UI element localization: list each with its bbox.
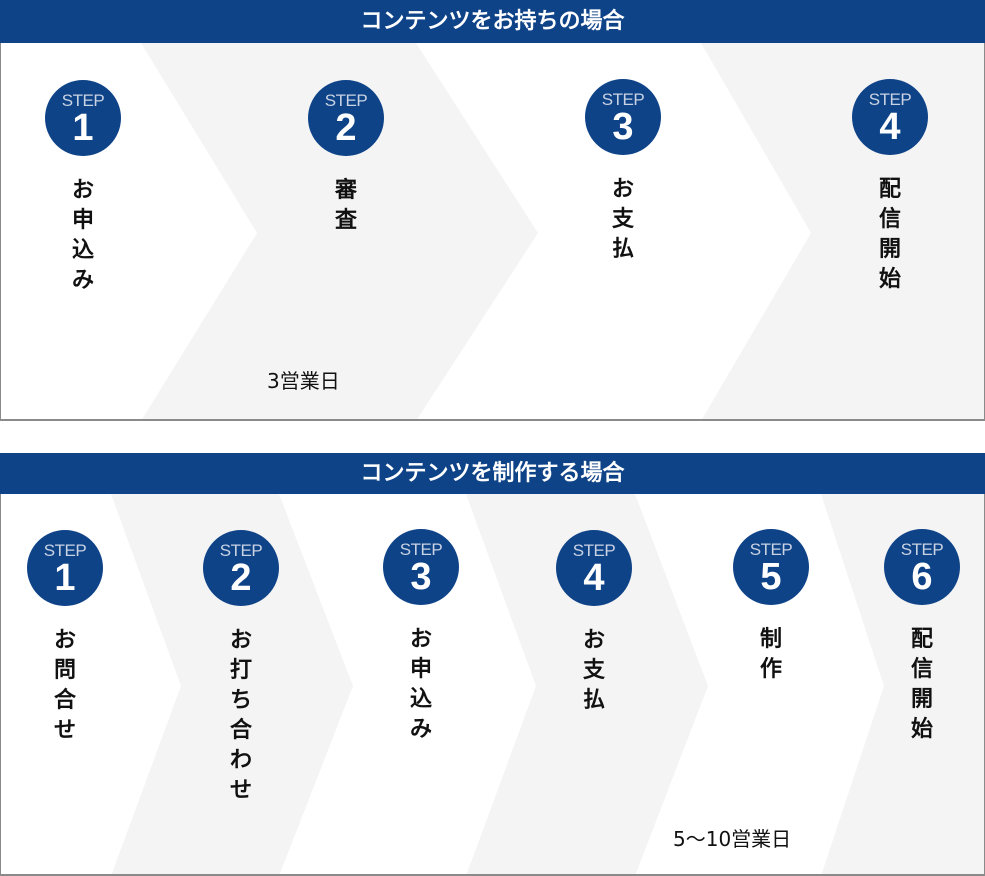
- panel-2-header: コンテンツを制作する場合: [0, 453, 985, 494]
- step-title: お問合せ: [53, 628, 76, 743]
- panel-2-title: コンテンツを制作する場合: [360, 461, 625, 486]
- panel-1-duration: 3営業日: [267, 369, 340, 393]
- step-title: お支払: [582, 628, 605, 713]
- panel-1-header: コンテンツをお持ちの場合: [0, 0, 985, 43]
- panel-1-chevron-bands: [141, 43, 984, 419]
- step-badge: STEP 1: [27, 530, 103, 606]
- panel-2-duration: 5〜10営業日: [673, 827, 792, 851]
- panel-1-title: コンテンツをお持ちの場合: [360, 9, 625, 34]
- step-title: お支払: [611, 177, 634, 262]
- step-badge: STEP 4: [556, 530, 632, 606]
- panel-1-flow: STEP 1 お申込み STEP 2 審査 STEP 3 お支払 STEP 4 …: [0, 43, 985, 421]
- step-badge: STEP 3: [383, 529, 459, 605]
- step-badge: STEP 2: [203, 530, 279, 606]
- step-title: 審査: [334, 178, 357, 233]
- step-title: 配信開始: [878, 177, 901, 292]
- step-badge: STEP 1: [45, 80, 121, 156]
- step-badge: STEP 5: [733, 529, 809, 605]
- step-badge: STEP 2: [308, 80, 384, 156]
- step-title: お打ち合わせ: [229, 628, 252, 803]
- step-badge: STEP 6: [884, 529, 960, 605]
- panel-2-chevron-bands: [111, 494, 984, 874]
- step-badge: STEP 4: [852, 79, 928, 155]
- step-title: お申込み: [409, 627, 432, 742]
- step-title: 制作: [759, 627, 782, 682]
- step-title: お申込み: [71, 178, 94, 293]
- step-title: 配信開始: [910, 627, 933, 742]
- panel-2-flow: STEP 1 お問合せ STEP 2 お打ち合わせ STEP 3 お申込み ST…: [0, 494, 985, 876]
- step-badge: STEP 3: [585, 79, 661, 155]
